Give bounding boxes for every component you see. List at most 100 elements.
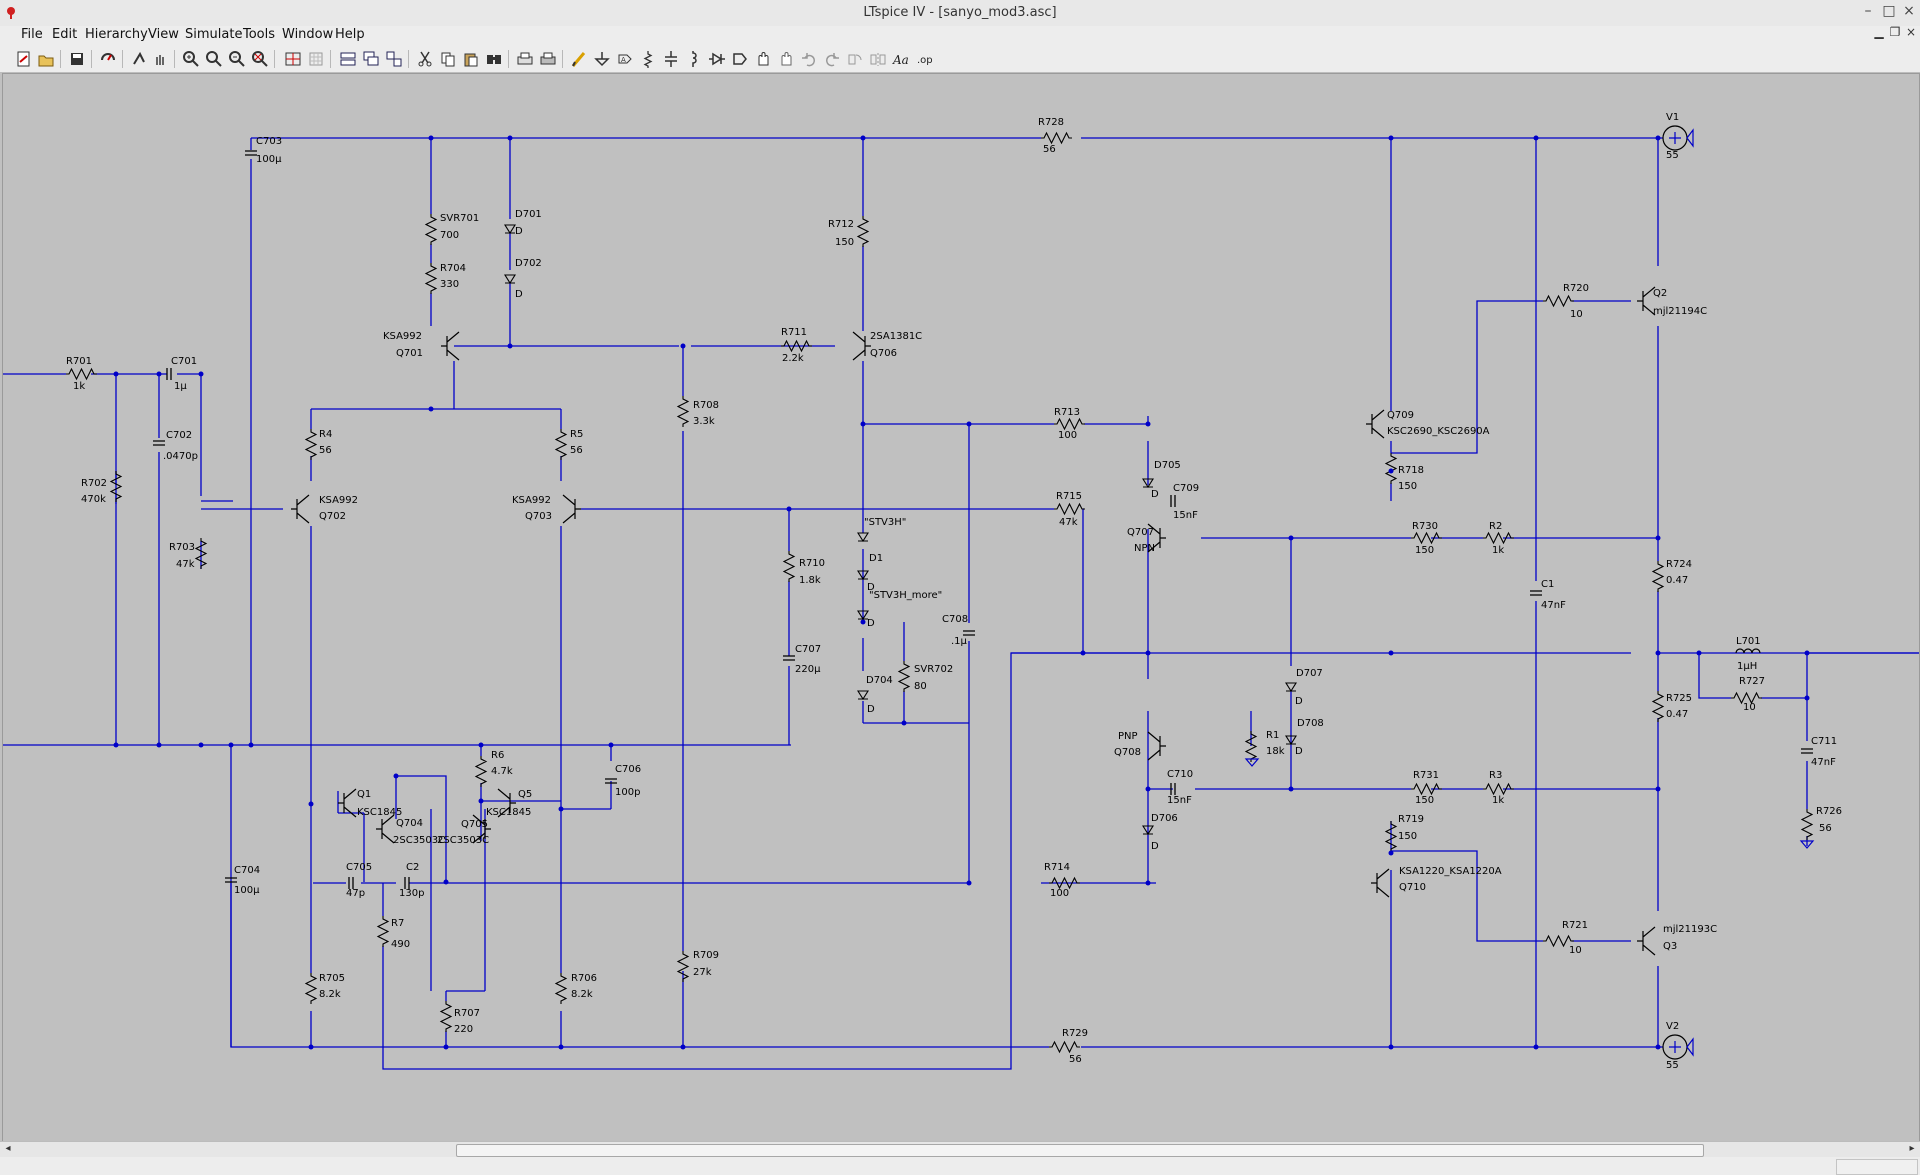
mdi-minimize-button[interactable]: ▁ — [1874, 25, 1884, 39]
q-q701[interactable] — [441, 331, 460, 361]
ground-icon[interactable] — [592, 49, 612, 69]
halt-icon[interactable] — [150, 49, 170, 69]
r-r704[interactable] — [424, 263, 438, 294]
r-r706[interactable] — [554, 973, 568, 1004]
junction-dot[interactable] — [860, 135, 866, 141]
junction-dot[interactable] — [1145, 786, 1151, 792]
junction-dot[interactable] — [1388, 850, 1394, 856]
r-r715[interactable] — [1054, 502, 1085, 516]
junction-dot[interactable] — [507, 343, 513, 349]
junction-dot[interactable] — [901, 720, 907, 726]
junction-dot[interactable] — [966, 880, 972, 886]
r-svr701[interactable] — [424, 214, 438, 245]
spice-directive-icon[interactable]: .op — [914, 49, 934, 69]
d-d706[interactable] — [1142, 825, 1154, 836]
zoom-in-icon[interactable] — [181, 49, 201, 69]
junction-dot[interactable] — [113, 371, 119, 377]
menu-help[interactable]: Help — [335, 27, 365, 42]
r-r725[interactable] — [1651, 691, 1665, 722]
d-d707[interactable] — [1285, 682, 1297, 693]
scrollbar-thumb[interactable] — [456, 1144, 1704, 1157]
junction-dot[interactable] — [966, 421, 972, 427]
r-r5[interactable] — [554, 429, 568, 460]
junction-dot[interactable] — [1080, 650, 1086, 656]
junction-dot[interactable] — [1533, 135, 1539, 141]
c-c701[interactable] — [166, 368, 172, 380]
r-r4[interactable] — [304, 429, 318, 460]
r-r724[interactable] — [1651, 561, 1665, 592]
component-symbols[interactable] — [66, 125, 1815, 1060]
c-c710[interactable] — [1170, 783, 1176, 795]
save-icon[interactable] — [67, 49, 87, 69]
d-d708[interactable] — [1285, 735, 1297, 746]
junction-dot[interactable] — [198, 742, 204, 748]
q-q709[interactable] — [1366, 409, 1385, 439]
open-icon[interactable] — [36, 49, 56, 69]
junction-dot[interactable] — [113, 742, 119, 748]
d-d3[interactable] — [857, 570, 869, 581]
r-r730[interactable] — [1411, 531, 1442, 545]
menu-edit[interactable]: Edit — [52, 27, 78, 42]
drag-icon[interactable] — [776, 49, 796, 69]
c-c705[interactable] — [348, 877, 354, 889]
close-button[interactable]: × — [1903, 3, 1915, 19]
r-r6[interactable] — [474, 756, 488, 787]
junction-dot[interactable] — [1533, 1044, 1539, 1050]
junction-dot[interactable] — [228, 742, 234, 748]
r-r721[interactable] — [1543, 934, 1574, 948]
menu-view[interactable]: View — [148, 27, 179, 42]
control-panel-icon[interactable] — [98, 49, 118, 69]
autorange-icon[interactable] — [283, 49, 303, 69]
cascade-icon[interactable] — [361, 49, 381, 69]
mdi-close-button[interactable]: × — [1905, 25, 1917, 39]
junction-dot[interactable] — [1804, 695, 1810, 701]
v-v2-terminal[interactable] — [1669, 1037, 1694, 1057]
l-l701[interactable] — [1735, 648, 1761, 654]
q-q704[interactable] — [376, 814, 395, 844]
r-r3[interactable] — [1483, 782, 1514, 796]
r-r712[interactable] — [856, 216, 870, 247]
r-r707[interactable] — [439, 1001, 453, 1032]
d-d704[interactable] — [857, 690, 869, 701]
c-c707[interactable] — [783, 655, 795, 661]
tile-windows-icon[interactable] — [338, 49, 358, 69]
junction-dot[interactable] — [248, 742, 254, 748]
scroll-right-icon[interactable]: ▸ — [1909, 1143, 1915, 1154]
c-c704[interactable] — [225, 877, 237, 883]
junction-dot[interactable] — [786, 506, 792, 512]
d-d705[interactable] — [1142, 478, 1154, 489]
q-q707[interactable] — [1147, 523, 1166, 553]
junction-dot[interactable] — [1388, 650, 1394, 656]
c-c711[interactable] — [1801, 748, 1813, 754]
zoom-fit-icon[interactable] — [250, 49, 270, 69]
junction-dot[interactable] — [608, 742, 614, 748]
c-c706[interactable] — [605, 778, 617, 784]
q-q710[interactable] — [1371, 868, 1390, 898]
junction-dot[interactable] — [443, 1044, 449, 1050]
junction-dot[interactable] — [680, 1044, 686, 1050]
junction-dot[interactable] — [1388, 1044, 1394, 1050]
junction-dot[interactable] — [507, 135, 513, 141]
r-r720[interactable] — [1543, 294, 1574, 308]
cut-icon[interactable] — [415, 49, 435, 69]
r-r709[interactable] — [676, 951, 690, 982]
text-icon[interactable]: Aa — [891, 49, 911, 69]
junction-dot[interactable] — [428, 406, 434, 412]
junction-dot[interactable] — [1655, 786, 1661, 792]
junction-dot[interactable] — [860, 421, 866, 427]
junction-dot[interactable] — [680, 343, 686, 349]
c-c702[interactable] — [153, 440, 165, 446]
junction-dot[interactable] — [428, 135, 434, 141]
menu-simulate[interactable]: Simulate — [185, 27, 243, 42]
r-r705[interactable] — [304, 973, 318, 1004]
r-r703[interactable] — [194, 538, 208, 569]
menu-file[interactable]: File — [21, 27, 43, 42]
junction-dot[interactable] — [156, 742, 162, 748]
zoom-area-icon[interactable] — [204, 49, 224, 69]
minimize-button[interactable]: – — [1864, 3, 1872, 19]
junction-dot[interactable] — [558, 1044, 564, 1050]
junction-dot[interactable] — [156, 371, 162, 377]
junction-dot[interactable] — [1145, 650, 1151, 656]
junction-dot[interactable] — [198, 371, 204, 377]
